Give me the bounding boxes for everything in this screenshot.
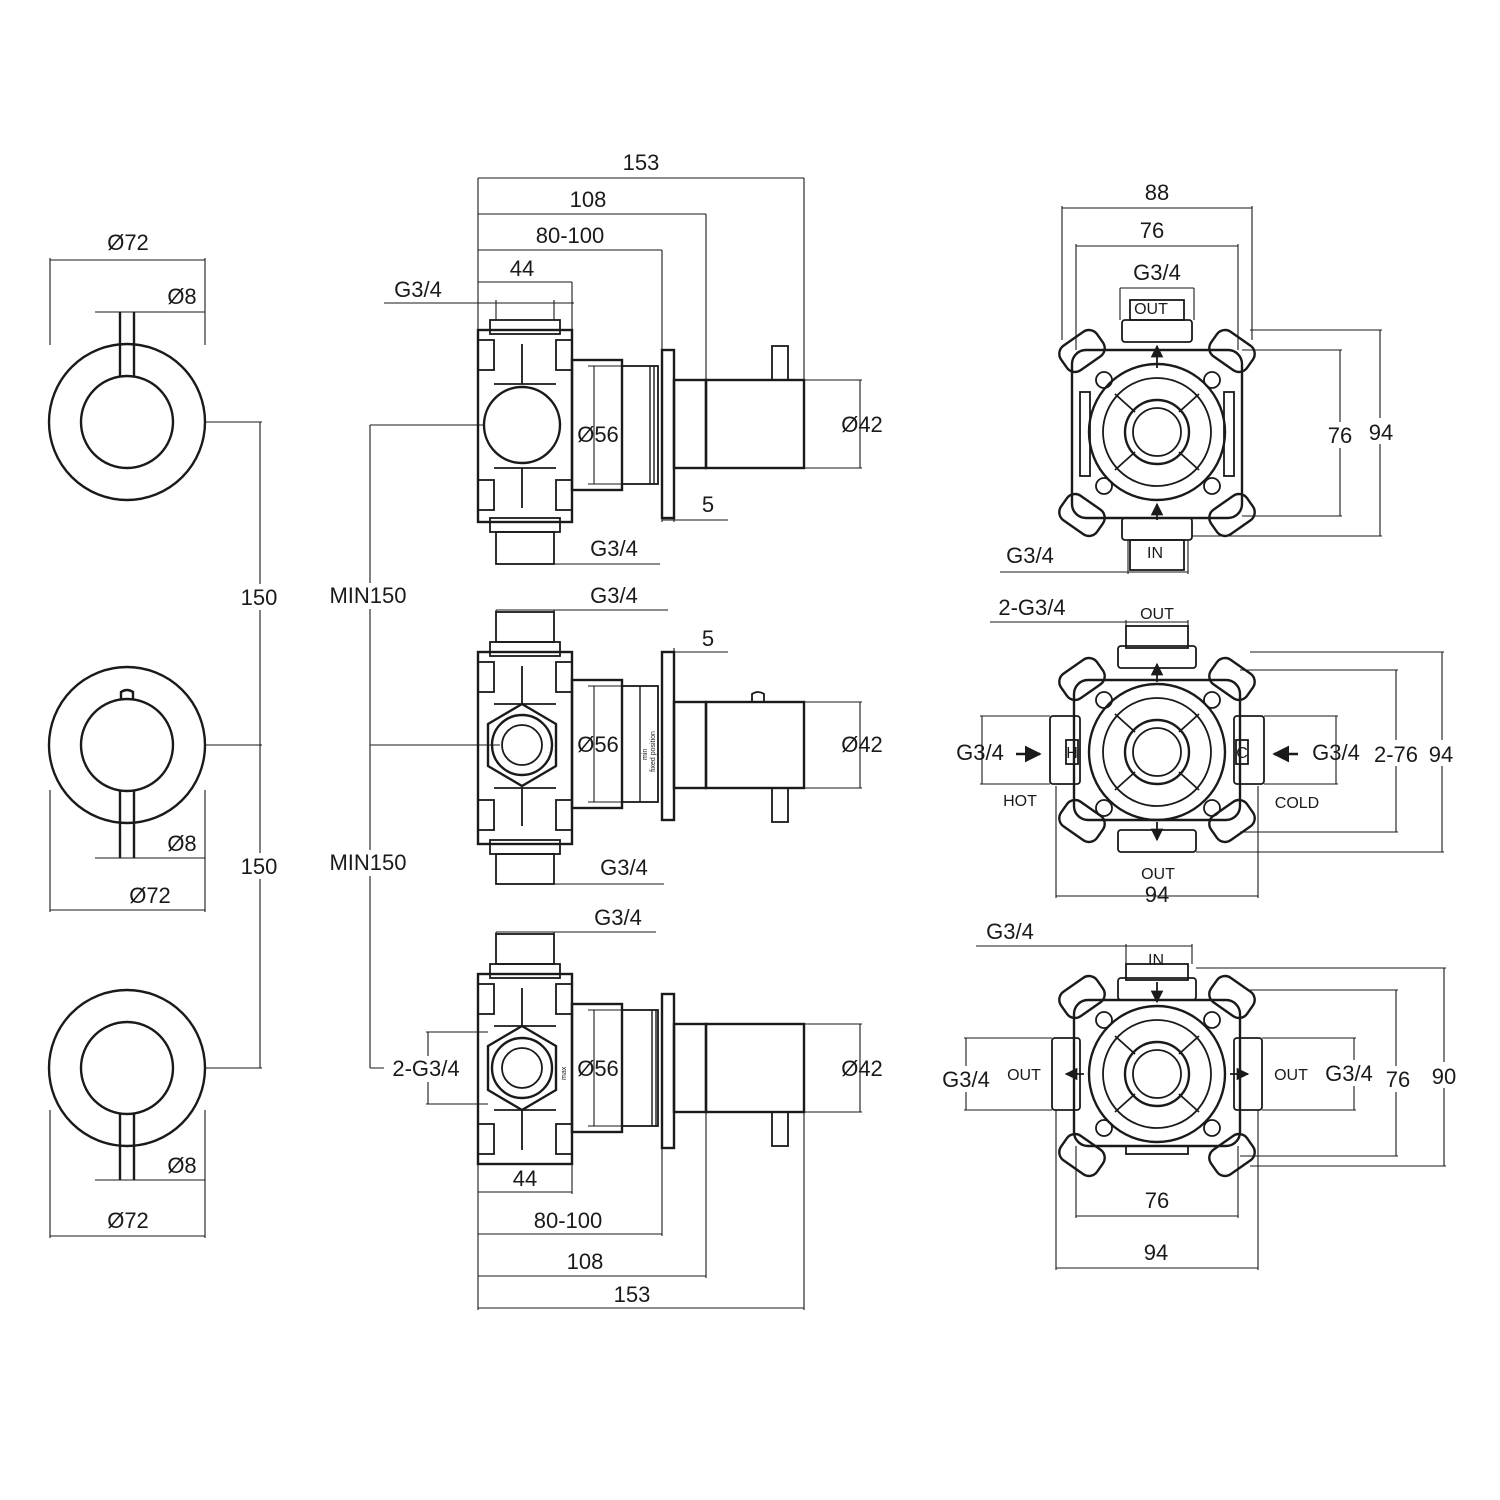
side-min-spacing: MIN150 MIN150 (326, 424, 500, 1069)
side-middle-depth-note-2: fixed position (650, 731, 657, 772)
front-bottom-height-outer: 90 (1432, 1064, 1456, 1089)
side-middle-thread-top: G3/4 (590, 583, 638, 608)
front-view-top: 88 76 G3/4 OUT 76 94 G3/4 IN (1000, 180, 1398, 574)
side-top-overall: 153 (623, 150, 660, 175)
side-min-spacing-lower: MIN150 (329, 850, 406, 875)
side-view-middle: min fixed position G3/4 5 Ø56 Ø42 G3/4 (476, 583, 883, 885)
trim-top-dia-plate: Ø72 (107, 230, 149, 255)
trim-spacing-dimension: 150 150 (205, 421, 284, 1069)
front-top-thread-in: G3/4 (1006, 543, 1054, 568)
side-bottom-overall: 153 (614, 1282, 651, 1307)
trim-spacing-lower: 150 (241, 854, 278, 879)
front-bottom-thread-right: G3/4 (1325, 1061, 1373, 1086)
side-middle-dia-handle: Ø42 (841, 732, 883, 757)
trim-plate-bottom: Ø8 Ø72 (47, 988, 207, 1238)
front-top-height-inner: 76 (1328, 423, 1352, 448)
side-bottom-thread-side: 2-G3/4 (392, 1056, 459, 1081)
front-bottom-overall-width: 94 (1144, 1240, 1168, 1265)
front-middle-hot: HOT (1003, 793, 1037, 810)
side-top-to-plate: 108 (570, 187, 607, 212)
front-bottom-port-in: IN (1148, 952, 1164, 969)
front-middle-width: 94 (1145, 882, 1169, 907)
front-view-bottom: G3/4 IN G3/4 OUT OUT G3/4 76 90 76 94 (936, 919, 1462, 1270)
front-top-inner-width: 76 (1140, 218, 1164, 243)
side-view-top: 153 108 80-100 44 G3/4 Ø56 Ø42 5 G3/4 (384, 150, 883, 565)
side-bottom-depth-note: max (561, 1066, 568, 1080)
front-bottom-inner-width: 76 (1145, 1188, 1169, 1213)
side-bottom-body-width: 44 (513, 1166, 537, 1191)
side-bottom-depth-range: 80-100 (534, 1208, 603, 1233)
front-bottom-height-inner: 76 (1386, 1067, 1410, 1092)
trim-middle-dia-lever: Ø8 (167, 831, 196, 856)
trim-top-dia-lever: Ø8 (167, 284, 196, 309)
side-middle-dia-body: Ø56 (577, 732, 619, 757)
side-min-spacing-upper: MIN150 (329, 583, 406, 608)
trim-bottom-dia-lever: Ø8 (167, 1153, 196, 1178)
front-top-thread-out: G3/4 (1133, 260, 1181, 285)
front-top-overall-width: 88 (1145, 180, 1169, 205)
side-view-bottom: max G3/4 2-G3/4 Ø56 Ø42 44 80-100 108 15… (384, 905, 883, 1310)
front-middle-thread-out: 2-G3/4 (998, 595, 1065, 620)
front-middle-port-out-bottom: OUT (1141, 866, 1175, 883)
side-bottom-to-plate: 108 (567, 1249, 604, 1274)
side-top-depth-range: 80-100 (536, 223, 605, 248)
front-view-middle: H C 2-G3/4 OUT G3/4 HOT G3/4 COLD 2-76 9… (956, 595, 1460, 907)
front-top-height-outer: 94 (1369, 420, 1393, 445)
side-middle-thread-bottom: G3/4 (600, 855, 648, 880)
side-top-dia-body: Ø56 (577, 422, 619, 447)
front-top-port-out: OUT (1134, 301, 1168, 318)
side-bottom-dia-body: Ø56 (577, 1056, 619, 1081)
trim-bottom-dia-plate: Ø72 (107, 1208, 149, 1233)
trim-plate-middle: Ø8 Ø72 (47, 665, 207, 912)
trim-plate-top: Ø72 Ø8 (47, 230, 207, 502)
side-bottom-thread-top: G3/4 (594, 905, 642, 930)
side-bottom-dia-handle: Ø42 (841, 1056, 883, 1081)
trim-middle-dia-plate: Ø72 (129, 883, 171, 908)
front-middle-h-mark: H (1066, 745, 1078, 762)
front-middle-height-outer: 94 (1429, 742, 1453, 767)
front-bottom-port-left: OUT (1007, 1067, 1041, 1084)
side-top-plate-thickness: 5 (702, 492, 714, 517)
front-middle-height-inner: 2-76 (1374, 742, 1418, 767)
front-middle-c-mark: C (1236, 745, 1248, 762)
side-top-thread-in: G3/4 (394, 277, 442, 302)
front-middle-thread-cold: G3/4 (1312, 740, 1360, 765)
front-middle-cold: COLD (1275, 795, 1319, 812)
side-top-body-width: 44 (510, 256, 534, 281)
front-middle-port-out-top: OUT (1140, 606, 1174, 623)
trim-spacing-upper: 150 (241, 585, 278, 610)
side-middle-plate-thickness: 5 (702, 626, 714, 651)
front-bottom-port-right: OUT (1274, 1067, 1308, 1084)
front-bottom-thread-left: G3/4 (942, 1067, 990, 1092)
front-bottom-thread-in: G3/4 (986, 919, 1034, 944)
front-middle-thread-hot: G3/4 (956, 740, 1004, 765)
front-top-port-in: IN (1147, 545, 1163, 562)
side-top-thread-bottom: G3/4 (590, 536, 638, 561)
side-top-dia-handle: Ø42 (841, 412, 883, 437)
side-middle-depth-note-1: min (642, 749, 649, 760)
